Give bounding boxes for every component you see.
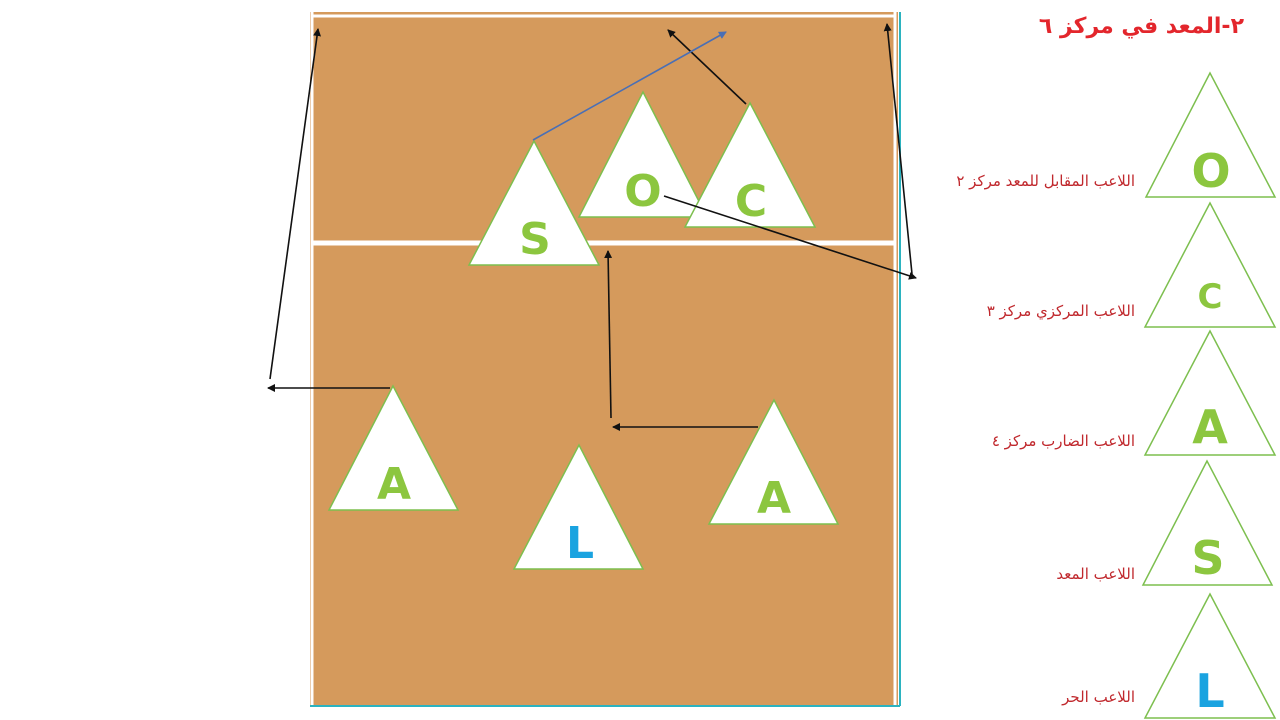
legend-middle-label: اللاعب المركزي مركز ٣ bbox=[986, 302, 1135, 320]
player-letter: S bbox=[519, 214, 551, 265]
arrow-opposite-right bbox=[663, 195, 917, 280]
player-triangle bbox=[1144, 71, 1277, 198]
player-triangle bbox=[683, 101, 817, 228]
player-letter: A bbox=[757, 473, 791, 524]
legend-icons: O C A S L bbox=[1141, 71, 1277, 719]
legend-opposite-icon: O bbox=[1144, 71, 1277, 198]
player-attacker-left: A bbox=[327, 384, 460, 511]
player-letter: O bbox=[624, 166, 661, 217]
player-letter: A bbox=[377, 459, 411, 510]
movement-arrows bbox=[267, 23, 917, 431]
diagram-title: ٢-المعد في مركز ٦ bbox=[1038, 14, 1244, 39]
legend-libero-label: اللاعب الحر bbox=[1062, 688, 1135, 706]
player-attacker-right: A bbox=[707, 398, 840, 525]
arrow-middle-up bbox=[667, 29, 747, 105]
player-triangle bbox=[577, 90, 709, 218]
legend-opposite-label: اللاعب المقابل للمعد مركز ٢ bbox=[956, 172, 1135, 190]
legend-middle-icon: C bbox=[1143, 201, 1277, 328]
arrow-right-up bbox=[883, 23, 913, 275]
player-letter: C bbox=[735, 176, 767, 227]
player-libero: L bbox=[512, 443, 645, 570]
player-triangle bbox=[512, 443, 645, 570]
legend-attacker-icon: A bbox=[1143, 329, 1277, 456]
player-letter: L bbox=[1195, 664, 1224, 718]
player-opposite: O bbox=[577, 90, 709, 218]
player-triangle bbox=[1143, 592, 1277, 719]
legend-setter-icon: S bbox=[1141, 459, 1274, 586]
legend-libero-icon: L bbox=[1143, 592, 1277, 719]
player-middle: C bbox=[683, 101, 817, 228]
volleyball-court bbox=[310, 12, 898, 706]
legend-attacker-label: اللاعب الضارب مركز ٤ bbox=[991, 432, 1135, 450]
player-letter: L bbox=[566, 518, 594, 569]
arrow-setter-path bbox=[532, 31, 727, 141]
player-triangle bbox=[1143, 329, 1277, 456]
legend-setter-label: اللاعب المعد bbox=[1056, 565, 1135, 583]
player-letter: C bbox=[1198, 277, 1223, 317]
arrow-center-up bbox=[604, 250, 613, 419]
player-letter: O bbox=[1191, 144, 1230, 198]
player-letter: S bbox=[1191, 531, 1224, 585]
player-setter: S bbox=[467, 139, 601, 266]
player-triangle bbox=[1143, 201, 1277, 328]
player-triangle bbox=[1141, 459, 1274, 586]
player-triangle bbox=[707, 398, 840, 525]
player-triangle bbox=[327, 384, 460, 511]
player-letter: A bbox=[1192, 400, 1228, 454]
court-players: S O C A L A bbox=[327, 90, 840, 570]
arrow-left-up bbox=[269, 28, 322, 380]
player-triangle bbox=[467, 139, 601, 266]
